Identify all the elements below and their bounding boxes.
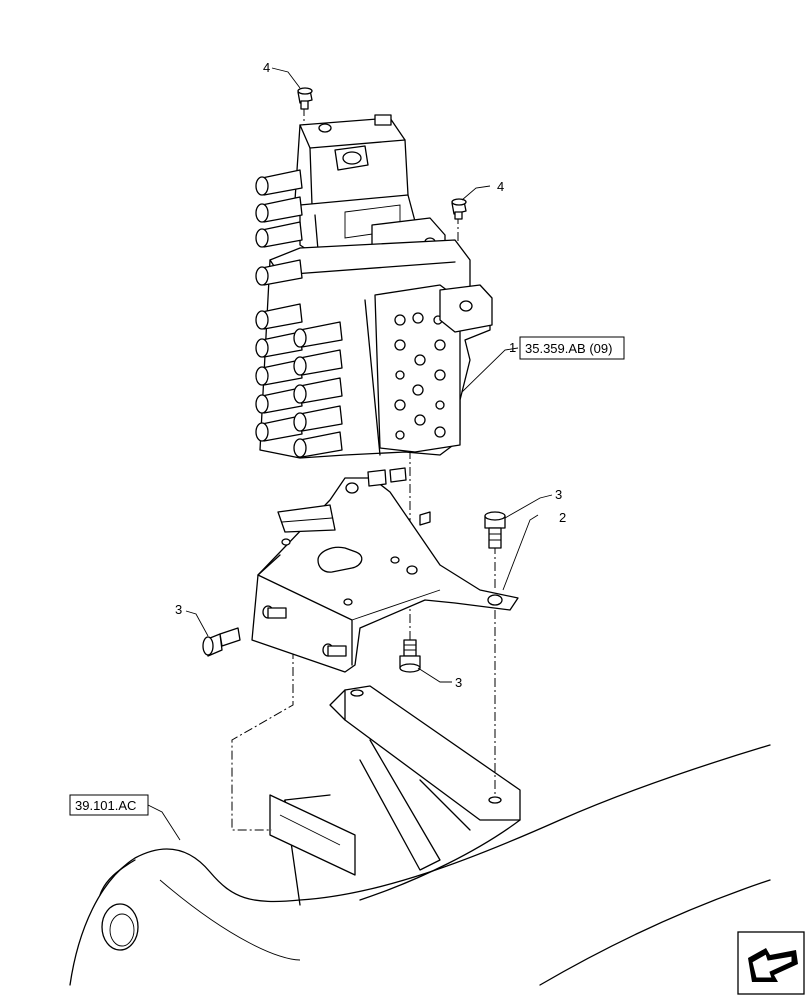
next-page-arrow-icon[interactable] (737, 931, 805, 995)
callout-screw-right: 4 (497, 179, 504, 194)
callout-valve-item: 1 (509, 340, 516, 355)
frame-ref-link[interactable]: 39.101.AC (75, 798, 136, 813)
callout-bracket: 2 (559, 510, 566, 525)
valve-ref-box[interactable] (519, 336, 625, 360)
upper-solenoids (255, 169, 303, 248)
valve-ref-link[interactable]: 35.359.AB (09) (525, 341, 612, 356)
frame-ref-box[interactable] (69, 794, 149, 816)
callout-bolt-top-right: 3 (555, 487, 562, 502)
lower-solenoids (255, 259, 343, 458)
screw-right (451, 198, 467, 220)
callout-screw-top: 4 (263, 60, 270, 75)
alignment-lines (231, 90, 496, 831)
bolt-lower (399, 639, 421, 673)
bolt-top-right (484, 511, 506, 549)
callout-bolt-left: 3 (175, 602, 182, 617)
callout-bolt-lower: 3 (455, 675, 462, 690)
machine-frame (69, 685, 771, 986)
screw-top (297, 87, 313, 110)
mounting-bracket (251, 477, 519, 673)
control-valve (255, 114, 493, 487)
leader-lines (147, 67, 553, 841)
bolt-left (202, 627, 241, 657)
